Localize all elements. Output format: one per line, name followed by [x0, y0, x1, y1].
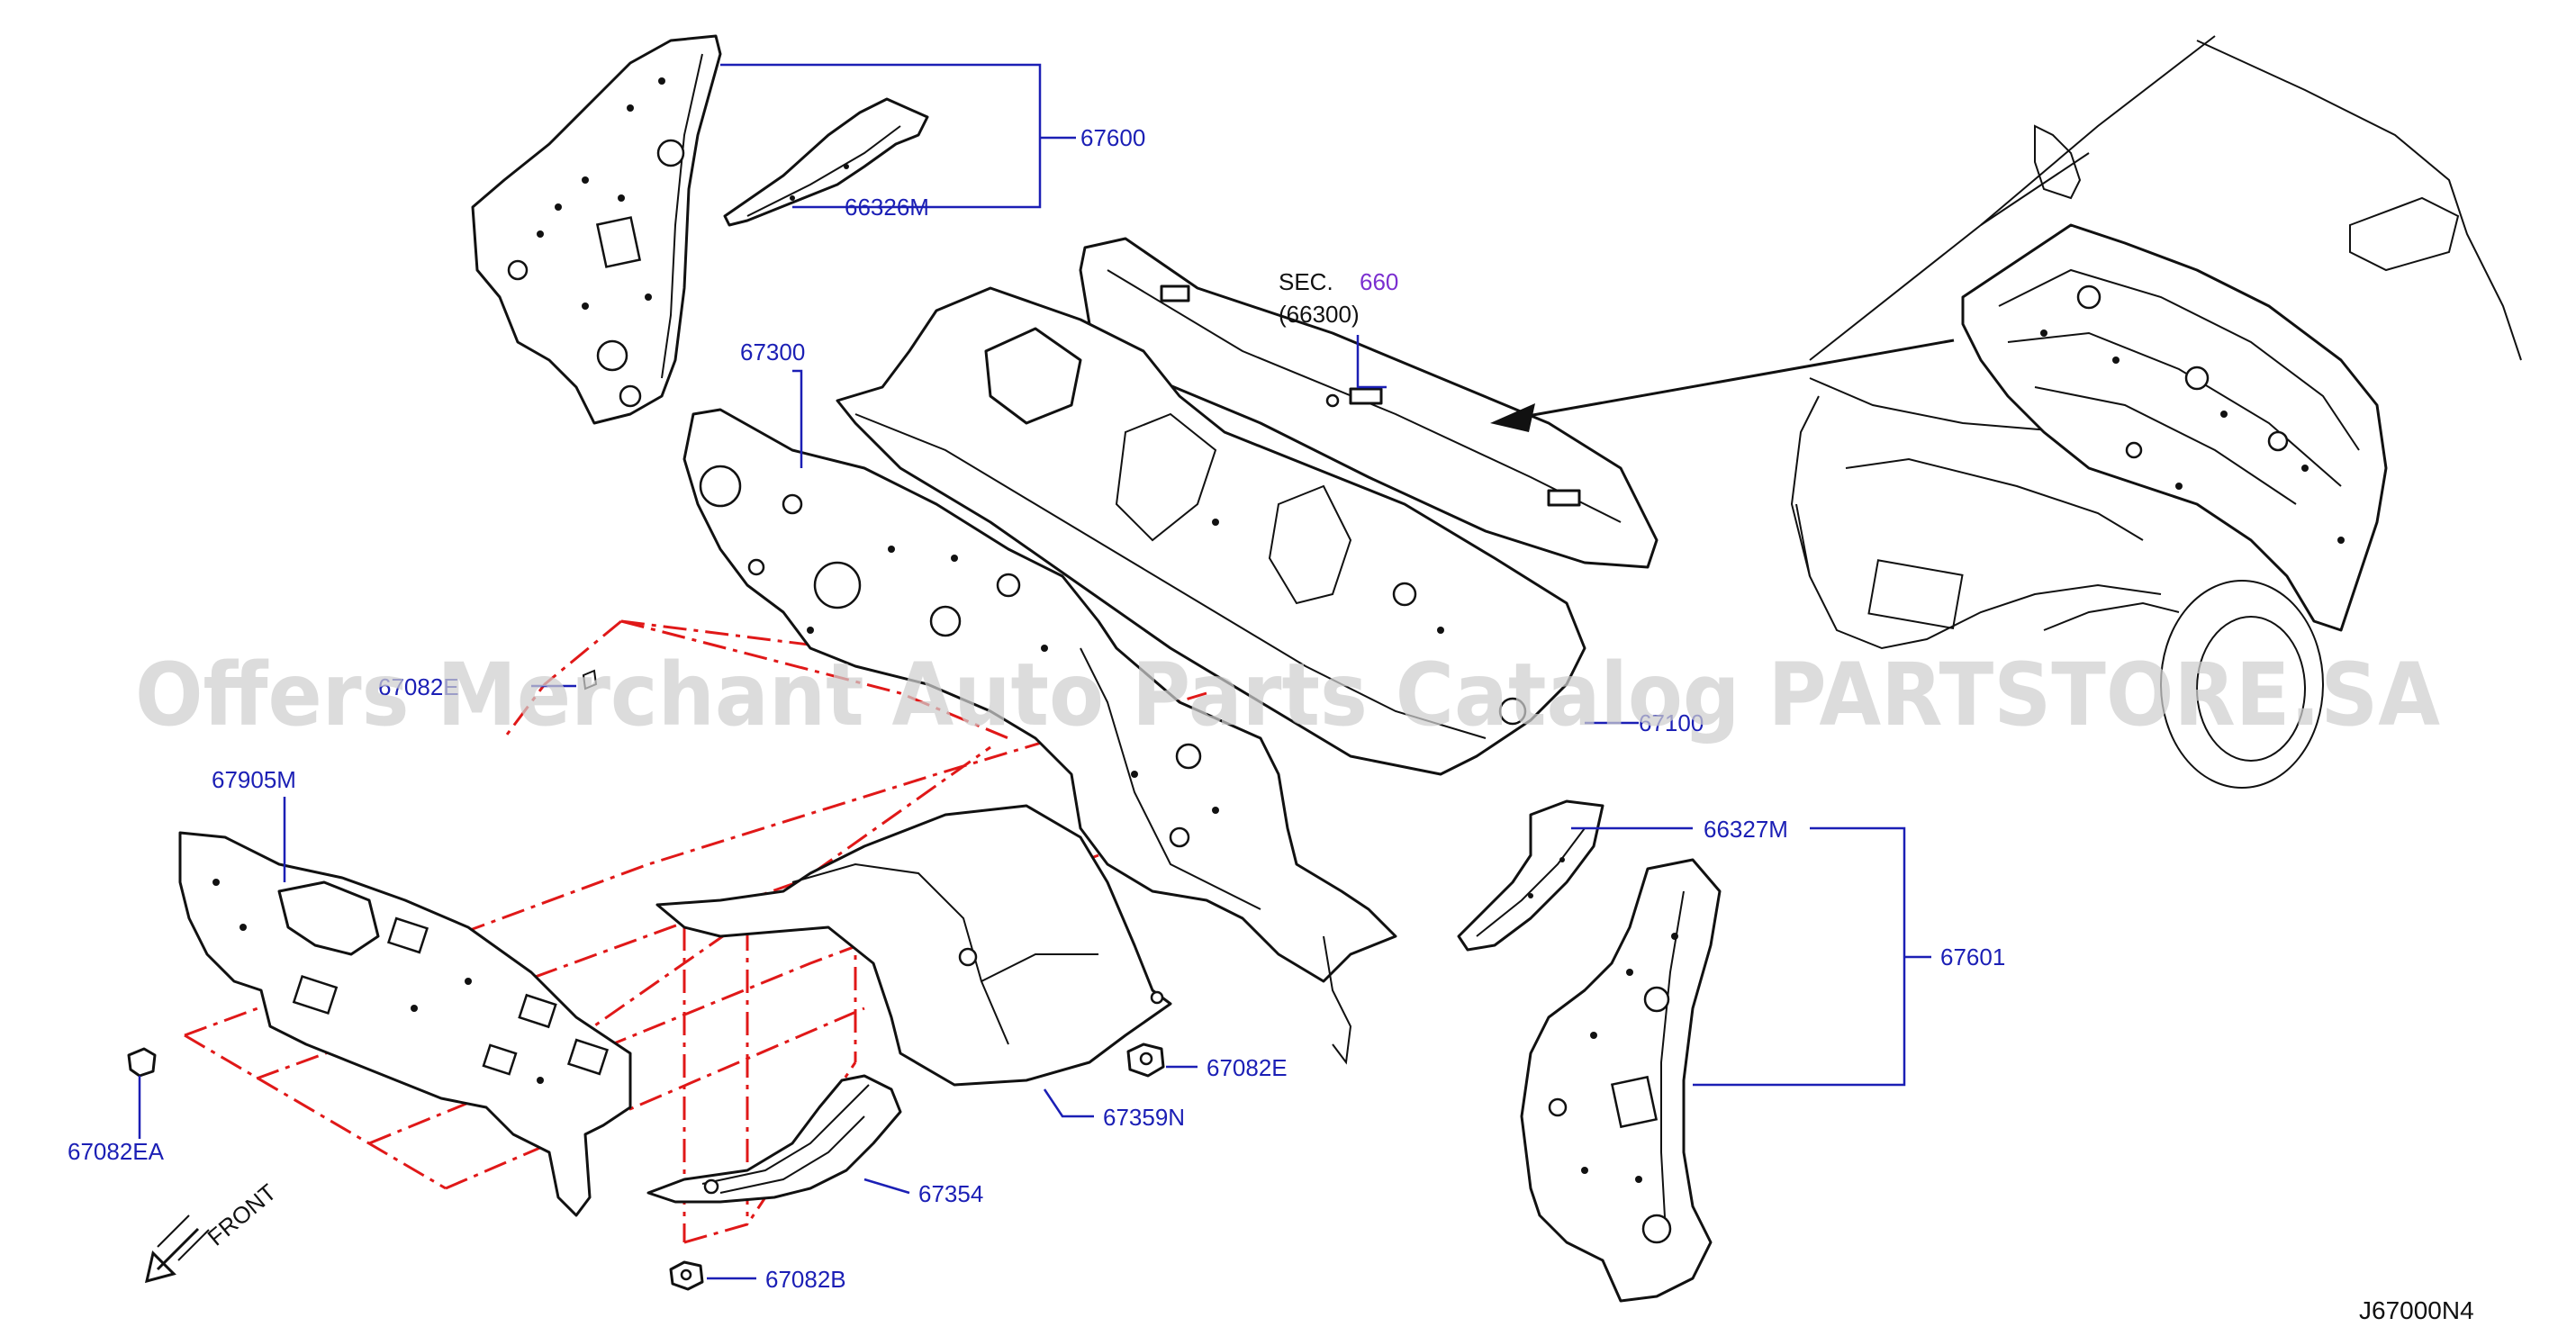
part-66300-cowl-top [1079, 237, 1659, 569]
part-67601-side-panel [1520, 858, 1722, 1303]
label-67100[interactable]: 67100 [1639, 709, 1704, 736]
label-67600[interactable]: 67600 [1080, 124, 1145, 151]
part-67600-side-panel [471, 34, 722, 425]
nut-67082E [1126, 1043, 1165, 1078]
label-67082E-hidden[interactable]: 67082E [378, 673, 459, 700]
label-66326M[interactable]: 66326M [845, 194, 929, 221]
label-67082EA[interactable]: 67082EA [68, 1138, 165, 1165]
part-67359N-insulator [655, 804, 1172, 1087]
label-67354[interactable]: 67354 [918, 1180, 983, 1207]
vehicle-overview [1490, 35, 2522, 789]
part-66327M-bracket [1457, 799, 1604, 952]
part-66326M-bracket [723, 97, 929, 227]
part-labels: 67600 66326M SEC. 660 (66300) 67300 6708… [68, 124, 2474, 1324]
label-67082E[interactable]: 67082E [1207, 1054, 1288, 1081]
front-label: FRONT [203, 1178, 282, 1251]
part-67300-dash-panel [682, 408, 1397, 1065]
clip-67082E-hidden [582, 669, 598, 691]
part-67354-insulator-small [646, 1074, 902, 1204]
diagram-code: J67000N4 [2359, 1296, 2474, 1324]
part-67905M-insulator [178, 831, 632, 1217]
label-67300[interactable]: 67300 [740, 339, 805, 366]
label-67601[interactable]: 67601 [1940, 943, 2005, 970]
section-link-660[interactable]: 660 [1360, 268, 1398, 295]
part-67100-upper-dash [836, 286, 1586, 776]
label-66327M[interactable]: 66327M [1704, 816, 1788, 843]
front-direction-arrow: FRONT [144, 1178, 282, 1284]
watermark-text: Offers Merchant Auto Parts Catalog PARTS… [135, 645, 2440, 745]
label-67905M[interactable]: 67905M [212, 766, 296, 793]
nut-67082B [669, 1260, 704, 1291]
section-prefix: SEC. [1279, 268, 1333, 295]
clip-67082EA [127, 1047, 157, 1078]
label-67359N[interactable]: 67359N [1103, 1104, 1185, 1131]
label-67082B[interactable]: 67082B [765, 1266, 846, 1293]
section-sub: (66300) [1279, 301, 1360, 328]
leader-lines [138, 63, 1931, 1280]
